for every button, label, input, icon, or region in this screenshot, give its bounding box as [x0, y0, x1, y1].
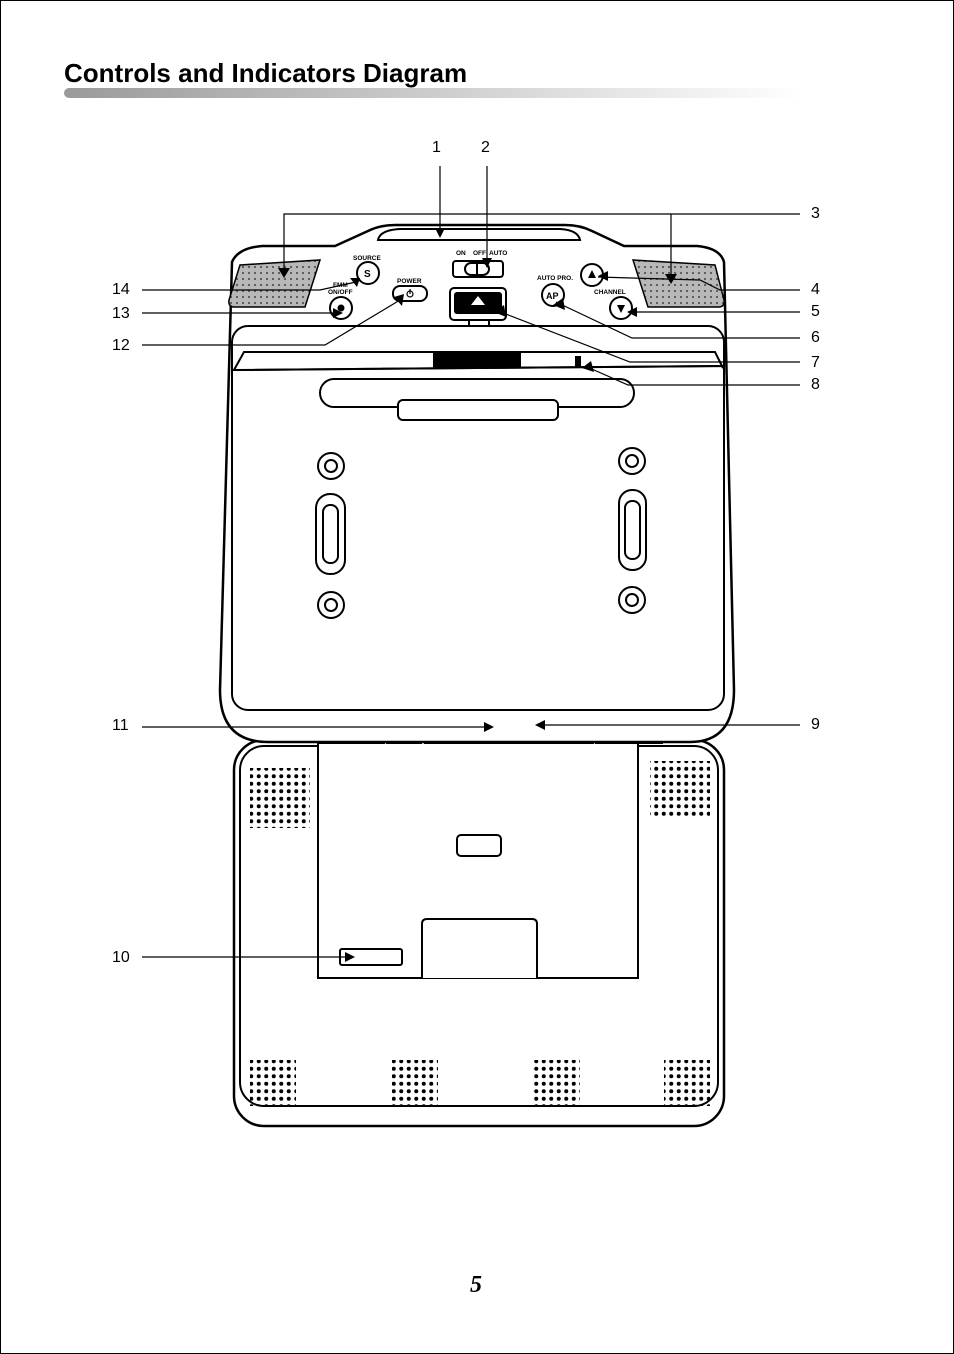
callout-11: 11 — [112, 717, 129, 734]
speaker-holes-bottom-4 — [664, 1060, 710, 1106]
callout-2: 2 — [481, 139, 490, 156]
speaker-left — [228, 259, 322, 308]
arrow-up-icon — [588, 270, 596, 278]
callout-12: 12 — [112, 337, 130, 354]
label-off: OFF — [473, 250, 486, 257]
auto-pro-button-glyph: AP — [546, 291, 559, 301]
leader-arrowheads — [278, 228, 677, 962]
speaker-holes-top-right — [650, 761, 710, 817]
callout-5: 5 — [811, 303, 820, 320]
mounting-screws-right — [618, 447, 647, 614]
page-number: 5 — [470, 1272, 482, 1298]
title-underline-bar — [64, 88, 804, 98]
callout-3: 3 — [811, 205, 820, 222]
arrow-down-icon — [617, 305, 625, 313]
power-indicator-led — [575, 356, 581, 367]
callout-10: 10 — [112, 949, 130, 966]
screen-frame — [231, 325, 725, 711]
speaker-right — [631, 259, 725, 308]
base-bracket — [421, 918, 538, 978]
auto-pro-button — [541, 283, 565, 307]
label-channel: CHANNEL — [594, 289, 626, 296]
callout-7: 7 — [811, 354, 820, 371]
label-auto-pro: AUTO PRO. — [537, 275, 573, 282]
leader-lines — [142, 166, 800, 958]
dome-light — [376, 228, 582, 241]
callout-1: 1 — [432, 139, 441, 156]
callout-14: 14 — [112, 281, 130, 298]
callout-9: 9 — [811, 716, 820, 733]
label-power: POWER — [397, 278, 422, 285]
callout-6: 6 — [811, 329, 820, 346]
label-source: SOURCE — [353, 255, 381, 262]
speaker-holes-bottom-3 — [534, 1060, 580, 1106]
source-button — [356, 261, 380, 285]
callout-4: 4 — [811, 281, 820, 298]
label-on-off: ON/OFF — [328, 289, 353, 296]
speaker-holes-bottom-2 — [392, 1060, 438, 1106]
speaker-holes-bottom-1 — [250, 1060, 296, 1106]
base-latch-slot — [456, 834, 502, 857]
mounting-screws-left — [315, 452, 346, 619]
page-title: Controls and Indicators Diagram — [64, 58, 468, 88]
ir-receiver-window — [433, 352, 521, 368]
callout-13: 13 — [112, 305, 130, 322]
speaker-holes-top-left — [250, 768, 310, 828]
label-auto: AUTO — [489, 250, 507, 257]
source-button-glyph: S — [364, 269, 371, 280]
label-on: ON — [456, 250, 466, 257]
callout-8: 8 — [811, 376, 820, 393]
